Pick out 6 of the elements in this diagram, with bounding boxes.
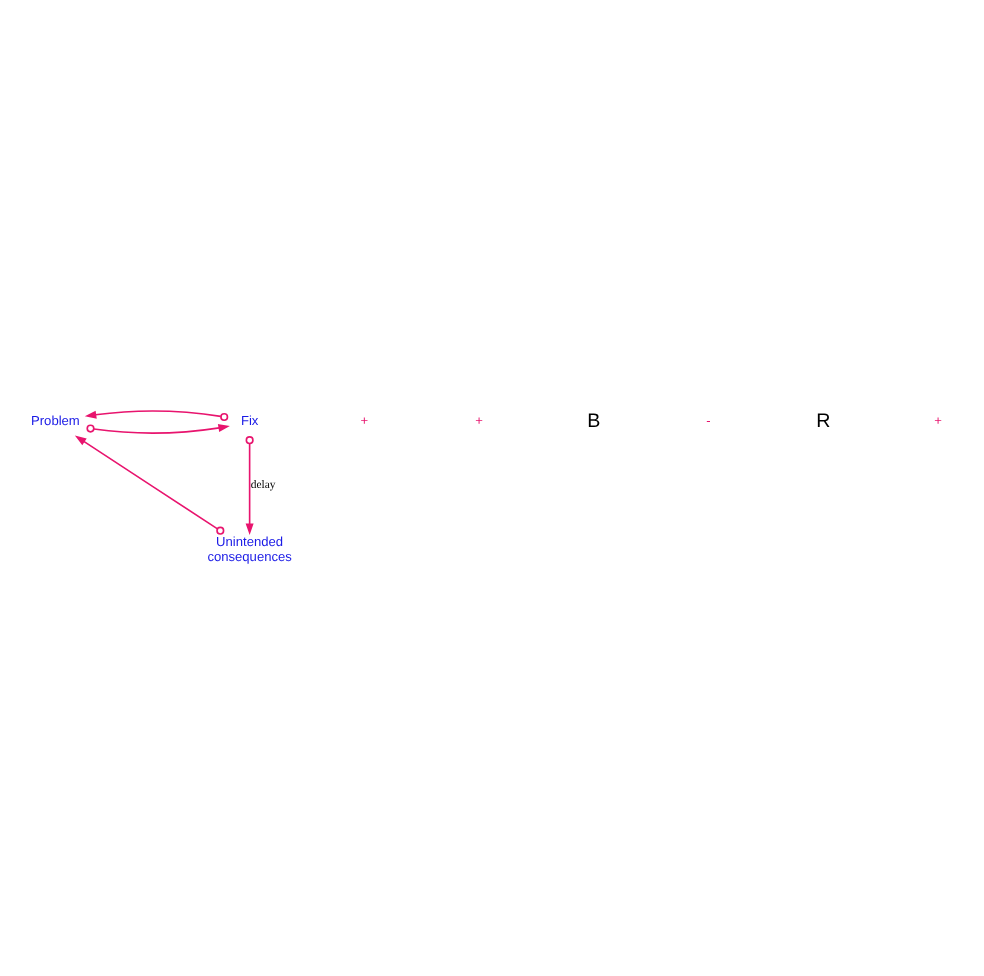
label: B: [587, 411, 601, 434]
arrow: [86, 424, 230, 434]
arrow: [84, 410, 229, 422]
arrow: [74, 435, 225, 535]
arrow: [245, 436, 254, 535]
label: R: [816, 411, 831, 434]
